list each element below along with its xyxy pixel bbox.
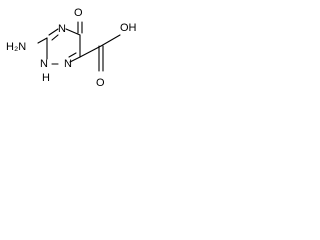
carbonyl-oxygen-label: O — [74, 7, 83, 19]
chemical-structure: H₂N N N N H O OH O — [0, 0, 154, 92]
bond-c6-cooh — [79, 45, 102, 58]
n2-hydrogen-label: H — [42, 72, 50, 84]
bond-c6-n1 — [69, 56, 81, 63]
amino-label: H₂N — [6, 41, 26, 53]
bond-c6-n1-double — [68, 52, 77, 58]
bond-c3-n4 — [48, 28, 59, 36]
bond-c3-n4-double — [51, 34, 59, 41]
bond-cooh-oh — [100, 34, 121, 47]
n2-label: N — [40, 58, 48, 70]
acid-hydroxyl-label: OH — [120, 22, 137, 34]
bond-n4-c5 — [65, 28, 81, 36]
structure-drawing: H₂N N N N H O OH O — [6, 7, 137, 89]
acid-oxygen-label: O — [96, 77, 105, 89]
n4-label: N — [58, 23, 66, 35]
bond-c3-amino — [37, 37, 48, 44]
n1-label: N — [64, 58, 72, 70]
